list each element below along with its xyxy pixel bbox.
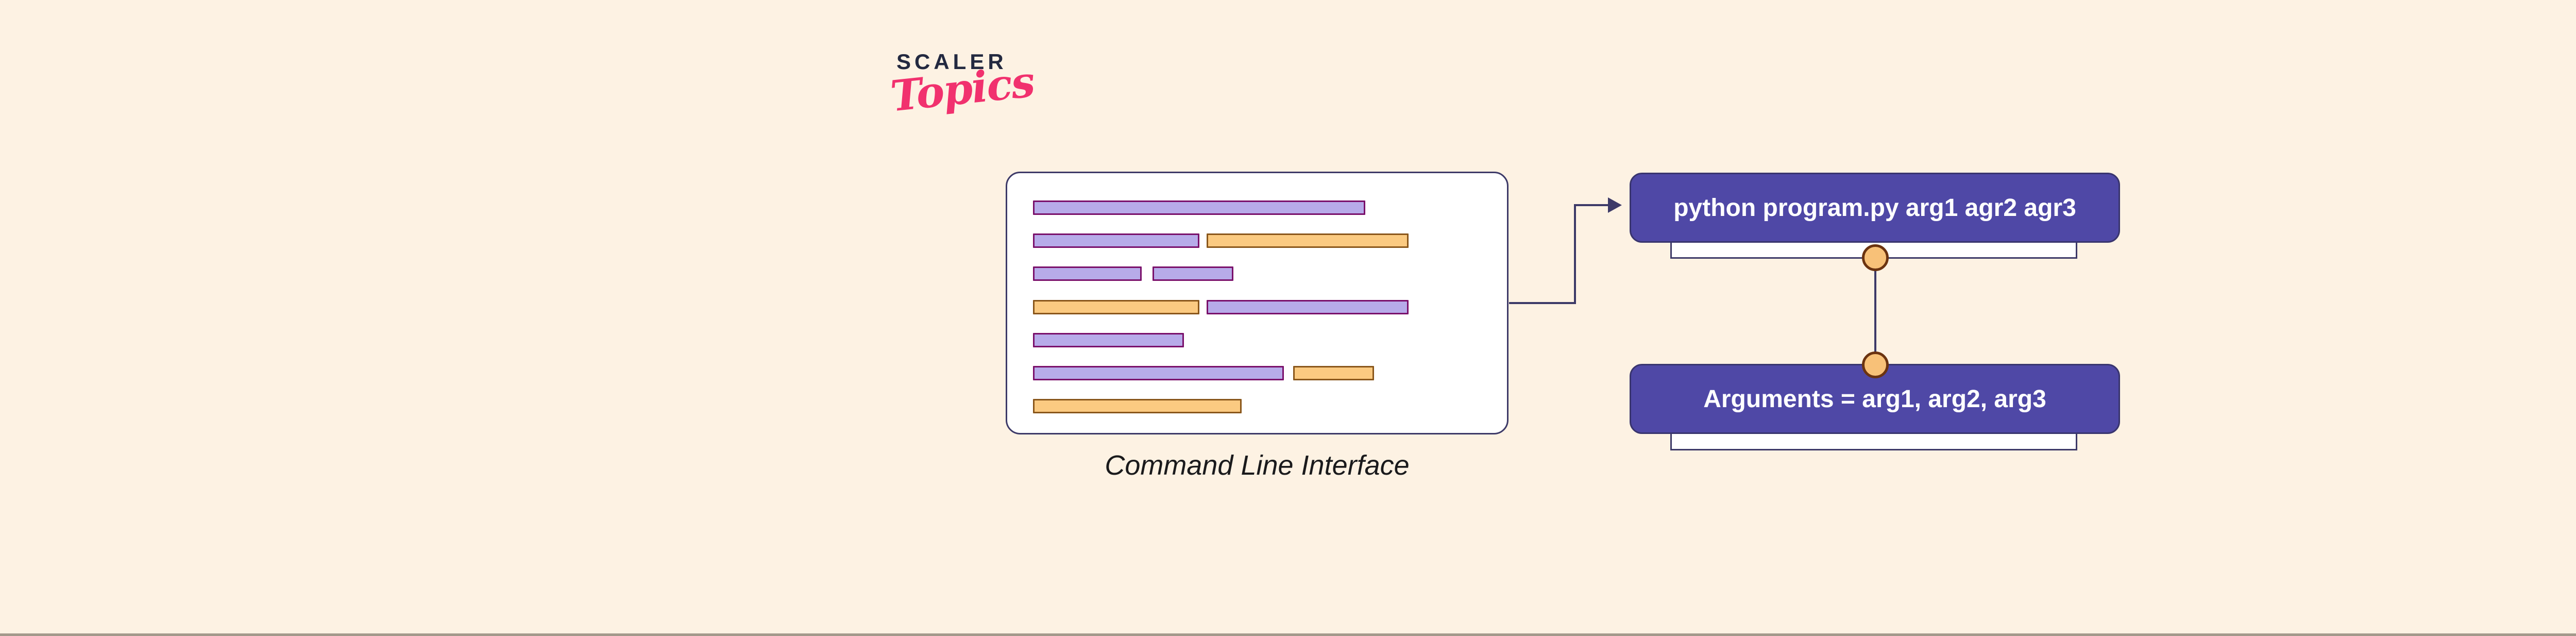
- terminal-bar: [1153, 266, 1233, 281]
- connector-dot: [1862, 244, 1889, 271]
- arrow-segment: [1509, 302, 1575, 304]
- terminal-bar: [1033, 233, 1199, 248]
- arrow-segment: [1574, 204, 1609, 206]
- logo-brand-text: SCALER: [896, 49, 1007, 74]
- command-node-label: python program.py arg1 agr2 agr3: [1673, 194, 2076, 222]
- scaler-topics-logo: SCALER Topics: [888, 49, 1036, 121]
- terminal-bar: [1033, 300, 1199, 314]
- terminal-bar: [1207, 233, 1409, 248]
- terminal-bar: [1207, 300, 1409, 314]
- command-node: python program.py arg1 agr2 agr3: [1630, 173, 2120, 243]
- terminal-bar: [1033, 366, 1284, 380]
- terminal-bar: [1033, 333, 1184, 347]
- right-arrow-icon: [1608, 197, 1622, 213]
- footer-divider-line: [0, 633, 2576, 636]
- connector-dot: [1862, 352, 1889, 378]
- terminal-bar: [1033, 399, 1242, 413]
- terminal-caption: Command Line Interface: [1105, 450, 1410, 481]
- connector-line: [1874, 258, 1876, 363]
- arguments-node-label: Arguments = arg1, arg2, arg3: [1703, 385, 2046, 413]
- terminal-bar: [1033, 266, 1142, 281]
- terminal-window: [1006, 172, 1509, 434]
- arrow-segment: [1574, 204, 1576, 304]
- terminal-bar: [1033, 200, 1365, 215]
- terminal-bar: [1293, 366, 1374, 380]
